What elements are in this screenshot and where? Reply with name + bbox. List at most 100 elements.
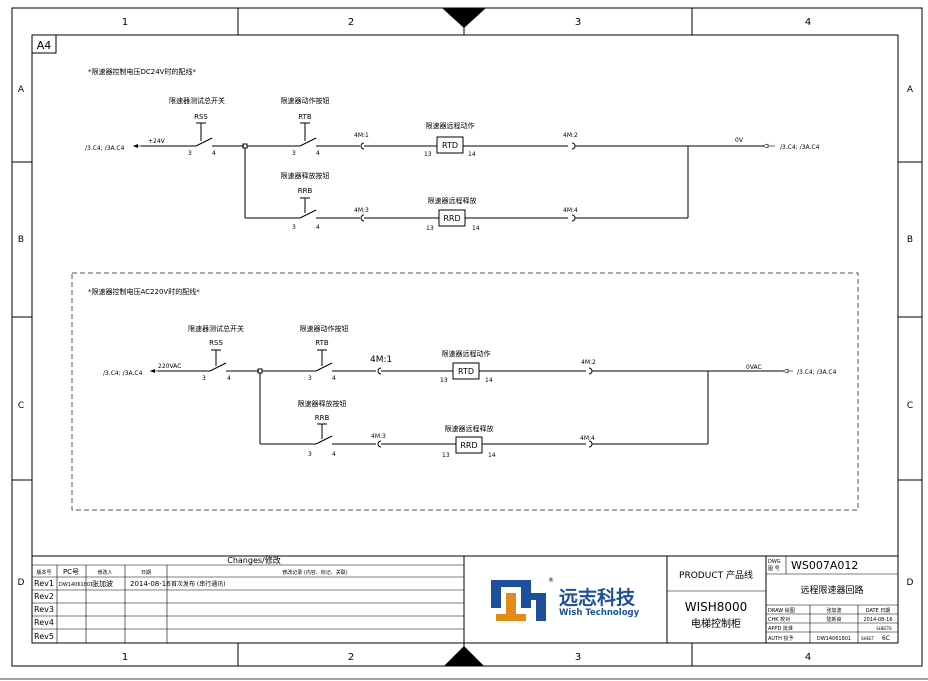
ac-rss-pin4: 4	[227, 375, 231, 382]
ac-rrd-pin13: 13	[442, 452, 450, 459]
ac-node-4m1: 4M:1	[370, 355, 392, 365]
dc-rss-label: 限速器测试总开关	[169, 96, 225, 105]
dc-rtd-pin14: 14	[468, 151, 476, 158]
column-label-3: 3	[575, 17, 581, 28]
row-label-a-right: A	[907, 85, 914, 95]
title-block: Changes/修改 版本号 PC号 修改人 日期 修改记录 (内容、标记、关联…	[31, 555, 899, 644]
dc-rss-pin3: 3	[188, 150, 192, 157]
changes-header-record: 修改记录 (内容、标记、关联)	[282, 569, 348, 576]
outer-frame	[11, 7, 923, 667]
row-label-b: B	[18, 235, 24, 245]
ac-rtb-pin4: 4	[332, 375, 336, 382]
dc-node-4m1: 4M:1	[354, 132, 369, 139]
dwg-label-cn: 图 号	[768, 566, 780, 572]
chk-name: 陆新良	[826, 616, 841, 623]
dc-ref-left: /3.C4; /3A.C4	[85, 145, 125, 152]
chk-label: CHK 校对	[768, 616, 790, 623]
drawing-number: WS007A012	[791, 559, 858, 572]
ac-zero: 0VAC	[746, 364, 762, 371]
dc-node-4m4: 4M:4	[563, 207, 578, 214]
dwg-label: DWG	[768, 559, 781, 565]
changes-rev5: Rev5	[34, 632, 54, 641]
row-label-a: A	[18, 85, 25, 95]
ac-rrb-pin3: 3	[308, 451, 312, 458]
ac-rrd-pin14: 14	[488, 452, 496, 459]
product-label: PRODUCT 产品线	[679, 569, 753, 581]
ac-rrb-label: 限速器释放按钮	[298, 399, 347, 408]
dc-rtb-label: 限速器动作按钮	[281, 96, 330, 105]
changes-rev1-record: 首次发布 (串行通讯)	[171, 580, 226, 588]
changes-title: Changes/修改	[227, 555, 281, 565]
dc-rtb-code: RTB	[298, 113, 312, 121]
row-label-d-right: D	[907, 578, 914, 588]
ac-rss-code: RSS	[209, 339, 223, 347]
dc-title: *限速器控制电压DC24V时的配线*	[88, 67, 196, 76]
row-label-d: D	[18, 578, 25, 588]
dc-rrd-pin13: 13	[426, 225, 434, 232]
draw-name: 张加波	[826, 607, 841, 614]
logo-registered-mark: ®	[548, 577, 554, 584]
column-label-4: 4	[805, 17, 811, 28]
dc-ref-right: /3.C4; /3A.C4	[780, 144, 820, 151]
ac-node-4m4: 4M:4	[580, 435, 595, 442]
circuit-dc24v: *限速器控制电压DC24V时的配线* /3.C4; /3A.C4 +24V 限速…	[85, 67, 820, 232]
changes-rev1-date: 2014-08-16	[130, 580, 171, 588]
changes-header-author: 修改人	[97, 569, 112, 576]
row-label-c-right: C	[907, 401, 913, 411]
dc-rrb-pin4: 4	[316, 224, 320, 231]
ac-rtb-pin3: 3	[308, 375, 312, 382]
ac-ref-right: /3.C4; /3A.C4	[797, 369, 837, 376]
ac-ref-left: /3.C4; /3A.C4	[103, 370, 143, 377]
ac-rtd-label: 限速器远程动作	[442, 349, 491, 358]
ac-rtd-code: RTD	[458, 367, 474, 376]
dc-zero: 0V	[735, 137, 744, 144]
product-model: WISH8000	[685, 600, 748, 614]
dc-rrb-code: RRB	[298, 187, 313, 195]
column-label-1-bottom: 1	[122, 652, 128, 663]
company-logo	[491, 580, 546, 621]
ac-node-4m3: 4M:3	[371, 433, 386, 440]
changes-rev1-pc: DW14061801	[59, 582, 93, 588]
dc-rtb-pin4: 4	[316, 150, 320, 157]
dc-rss-code: RSS	[194, 113, 208, 121]
ac-rrb-pin4: 4	[332, 451, 336, 458]
dc-rrb-label: 限速器释放按钮	[281, 171, 330, 180]
ac-rtd-pin13: 13	[440, 377, 448, 384]
changes-header-date: 日期	[141, 570, 151, 576]
changes-rev4: Rev4	[34, 618, 54, 627]
ac-rtb-label: 限速器动作按钮	[300, 324, 349, 333]
changes-rev2: Rev2	[34, 592, 54, 601]
product-desc: 电梯控制柜	[691, 617, 741, 630]
dc-rss-pin4: 4	[212, 150, 216, 157]
date-value: 2014-08-16	[863, 617, 892, 623]
draw-label: DRAW 绘图	[768, 607, 795, 614]
ac-dashed-box	[71, 272, 859, 511]
sheet-no: SHEET6	[876, 626, 892, 631]
dc-node-4m2: 4M:2	[563, 132, 578, 139]
logo-name-en: Wish Technology	[559, 608, 640, 618]
ac-rrb-code: RRB	[315, 414, 330, 422]
ac-rss-label: 限速器测试总开关	[188, 324, 244, 333]
dc-supply: +24V	[148, 138, 166, 145]
dc-node-4m3: 4M:3	[354, 207, 369, 214]
ac-rrd-code: RRD	[460, 441, 477, 450]
column-label-4-bottom: 4	[805, 652, 811, 663]
auth-value: DW14061801	[817, 636, 851, 642]
ac-rtd-pin14: 14	[485, 377, 493, 384]
sheet-size-label: A4	[37, 39, 52, 52]
dc-rtd-code: RTD	[442, 141, 458, 150]
ac-rtb-code: RTB	[315, 339, 329, 347]
dc-rtd-pin13: 13	[424, 151, 432, 158]
changes-rev3: Rev3	[34, 605, 54, 614]
dc-rrd-pin14: 14	[472, 225, 480, 232]
ac-node-4m2: 4M:2	[581, 359, 596, 366]
circuit-ac220v: *限速器控制电压AC220V时的配线* /3.C4; /3A.C4 220VAC…	[88, 287, 837, 459]
ac-supply: 220VAC	[158, 363, 181, 370]
row-label-b-right: B	[907, 235, 913, 245]
auth-label: AUTH 授予	[768, 635, 793, 642]
changes-header-ver: 版本号	[36, 569, 51, 576]
dc-rtb-pin3: 3	[292, 150, 296, 157]
ac-rrd-label: 限速器远程释放	[445, 424, 494, 433]
dc-rtd-label: 限速器远程动作	[426, 121, 475, 130]
